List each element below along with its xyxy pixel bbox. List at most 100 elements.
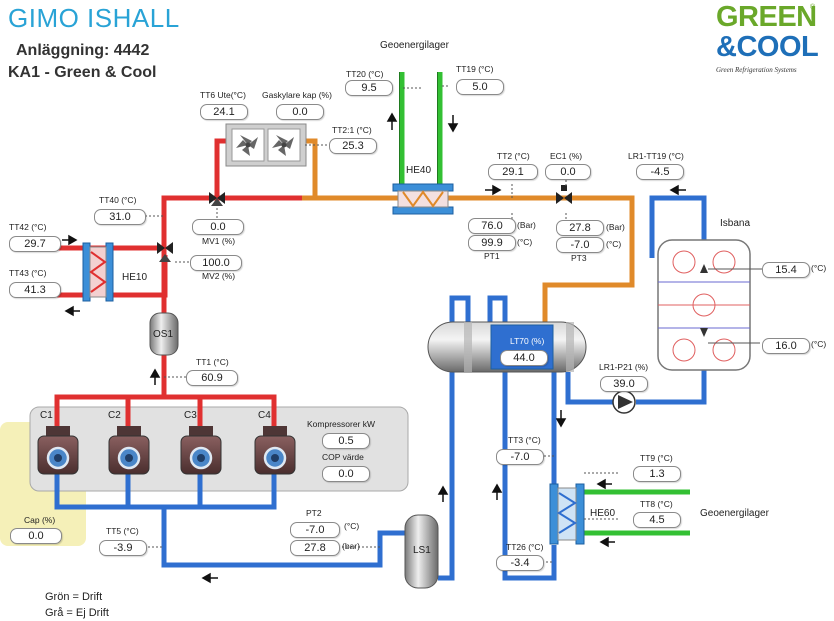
pt2-bar-value[interactable]: 27.8 (290, 540, 340, 556)
tt40-value[interactable]: 31.0 (94, 209, 146, 225)
komp-kw-label: Kompressorer kW (307, 419, 376, 429)
pt3-bar-value[interactable]: 27.8 (556, 220, 604, 236)
arrow-left-icon (599, 536, 615, 548)
flow-arrows (62, 112, 686, 584)
arrow-up-icon (149, 368, 161, 385)
tt2-value[interactable]: 29.1 (488, 164, 538, 180)
tt19-label: TT19 (°C) (456, 64, 494, 74)
compressors (37, 426, 296, 475)
ground-pipe-edges (399, 72, 438, 184)
cap-value[interactable]: 0.0 (10, 528, 62, 544)
pt3-c-unit: (°C) (606, 239, 622, 249)
lr1-pump[interactable] (612, 390, 636, 414)
tt20-value[interactable]: 9.5 (345, 80, 393, 96)
isbana-rink (657, 239, 760, 371)
c3-label: C3 (184, 410, 197, 421)
tt1-label: TT1 (°C) (196, 357, 229, 367)
ec1-valve-icon (556, 185, 572, 204)
arrow-down-icon (447, 115, 459, 133)
lt70-value[interactable]: 44.0 (500, 350, 548, 366)
tt19-value[interactable]: 5.0 (456, 79, 504, 95)
installation-number: Anläggning: 4442 (16, 42, 150, 59)
tt2-1-value[interactable]: 25.3 (329, 138, 377, 154)
tt43-label: TT43 (°C) (9, 268, 47, 278)
he60-label: HE60 (590, 508, 616, 519)
tt6-value[interactable]: 24.1 (200, 104, 248, 120)
pt3-label: PT3 (571, 253, 587, 263)
tt3-value[interactable]: -7.0 (496, 449, 544, 465)
pt1-c-unit: (°C) (517, 237, 533, 247)
arrow-left-icon (201, 572, 218, 584)
tt9-value[interactable]: 1.3 (633, 466, 681, 482)
isbana-top-unit: (°C) (811, 263, 827, 273)
he60-exchanger (549, 483, 585, 545)
arrow-left-icon (64, 305, 80, 317)
legend-grey: Grå = Ej Drift (45, 607, 109, 619)
arrow-left-icon (596, 478, 612, 490)
pt1-bar-unit: (Bar) (517, 220, 536, 230)
compressor-c3 (180, 426, 222, 475)
cop-value[interactable]: 0.0 (322, 466, 370, 482)
isbana-bottom-unit: (°C) (811, 339, 827, 349)
logo-tagline: Green Refrigeration Systems (716, 66, 797, 74)
tt20-label: TT20 (°C) (346, 69, 384, 79)
ec1-label: EC1 (%) (550, 151, 583, 161)
pt2-label: PT2 (306, 508, 322, 518)
tt26-value[interactable]: -3.4 (496, 555, 544, 571)
arrow-down-icon (555, 410, 567, 428)
pt1-label: PT1 (484, 251, 500, 261)
tt42-value[interactable]: 29.7 (9, 236, 61, 252)
pt3-c-value[interactable]: -7.0 (556, 237, 604, 253)
tt8-value[interactable]: 4.5 (633, 512, 681, 528)
gaskylare-label: Gaskylare kap (%) (262, 90, 332, 100)
pt2-bar-unit: (bar) (342, 541, 360, 551)
gaskylare-value[interactable]: 0.0 (276, 104, 324, 120)
lr1-p21-value[interactable]: 39.0 (600, 376, 648, 392)
tt42-label: TT42 (°C) (9, 222, 47, 232)
pt1-c-value[interactable]: 99.9 (468, 235, 516, 251)
gas-cooler (225, 123, 307, 167)
mv1-value[interactable]: 0.0 (192, 219, 244, 235)
mv1-valve-icon (209, 192, 225, 206)
lr1-tt19-label: LR1-TT19 (°C) (628, 151, 684, 161)
ec1-value[interactable]: 0.0 (545, 164, 591, 180)
os1-separator (149, 312, 179, 356)
he40-exchanger (392, 183, 454, 215)
tt3-label: TT3 (°C) (508, 435, 541, 445)
mv2-label: MV2 (%) (202, 271, 236, 281)
valves[interactable] (157, 185, 572, 262)
logo-cool-text: &COOL (716, 31, 819, 63)
tt1-value[interactable]: 60.9 (186, 370, 238, 386)
os1-label: OS1 (153, 329, 174, 340)
pt3-bar-unit: (Bar) (606, 222, 625, 232)
lr1-tt19-value[interactable]: -4.5 (636, 164, 684, 180)
pt2-c-value[interactable]: -7.0 (290, 522, 340, 538)
tt5-label: TT5 (°C) (106, 526, 139, 536)
geoenergilager-right-label: Geoenergilager (700, 508, 769, 519)
hot-gas-pipes (28, 138, 302, 428)
tt43-value[interactable]: 41.3 (9, 282, 61, 298)
compressor-c4 (254, 426, 296, 475)
tt26-label: TT26 (°C) (506, 542, 544, 552)
arrow-up-icon (491, 483, 503, 500)
lr1-p21-label: LR1-P21 (%) (599, 362, 649, 372)
arrow-left-icon (669, 184, 686, 196)
komp-kw-value[interactable]: 0.5 (322, 433, 370, 449)
cap-label: Cap (%) (24, 515, 56, 525)
he10-exchanger (82, 242, 114, 302)
isbana-top-value[interactable]: 15.4 (762, 262, 810, 278)
tt40-label: TT40 (°C) (99, 195, 137, 205)
tt5-value[interactable]: -3.9 (99, 540, 147, 556)
pt2-c-unit: (°C) (344, 521, 360, 531)
tt9-label: TT9 (°C) (640, 453, 673, 463)
isbana-bottom-value[interactable]: 16.0 (762, 338, 810, 354)
tt8-label: TT8 (°C) (640, 499, 673, 509)
logo-registered: ® (810, 4, 816, 11)
pt1-bar-value[interactable]: 76.0 (468, 218, 516, 234)
tt2-1-label: TT2:1 (°C) (332, 125, 372, 135)
cop-label: COP värde (322, 452, 364, 462)
ground-pipes (399, 72, 690, 536)
arrow-up-icon (437, 485, 449, 502)
mv2-value[interactable]: 100.0 (190, 255, 242, 271)
